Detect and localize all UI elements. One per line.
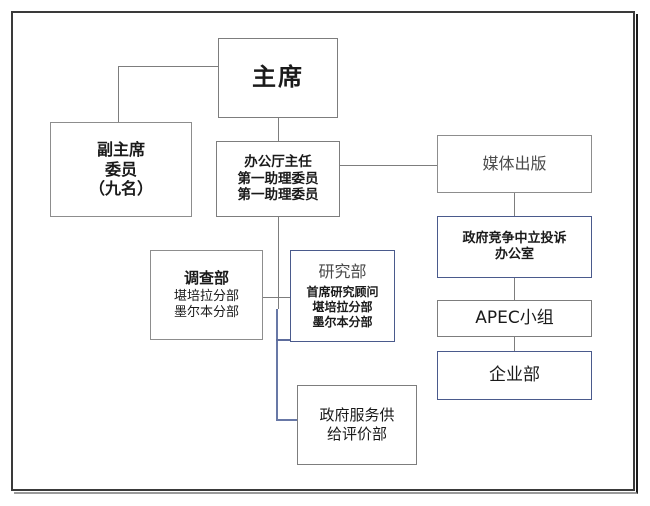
edge-chair-to-vice-chair-horizontal: [118, 66, 219, 67]
node-chair-label: 主席: [252, 63, 304, 92]
node-research-department-line-3: 墨尔本分部: [312, 314, 373, 329]
node-investigation-department-line-2: 墨尔本分部: [173, 305, 239, 321]
node-service-evaluation-department-line-1: 政府服务供: [319, 406, 395, 425]
node-apec-group[interactable]: APEC小组: [437, 300, 592, 337]
node-office-director-line-1: 办公厅主任: [244, 153, 312, 170]
edge-trunk-to-service-eval-vertical: [276, 309, 278, 420]
node-research-department-line-1: 首席研究顾问: [306, 285, 379, 300]
node-chair[interactable]: 主席: [218, 38, 338, 118]
node-media-publishing-label: 媒体出版: [482, 154, 547, 174]
edge-trunk-to-service-eval-horizontal: [276, 419, 298, 421]
node-office-director-line-3: 第一助理委员: [237, 187, 319, 204]
node-service-evaluation-department[interactable]: 政府服务供 给评价部: [297, 385, 417, 465]
node-competition-neutrality-office-line-1: 政府竞争中立投诉: [462, 230, 567, 246]
edge-trunk-to-research: [278, 297, 297, 298]
node-apec-group-label: APEC小组: [475, 307, 554, 328]
node-research-department-line-2: 堪培拉分部: [312, 299, 373, 314]
edge-chair-to-vice-chair-vertical: [118, 66, 119, 123]
node-research-department[interactable]: 研究部 首席研究顾问 堪培拉分部 墨尔本分部: [290, 250, 395, 342]
edge-office-director-trunk: [278, 217, 279, 309]
node-office-director[interactable]: 办公厅主任 第一助理委员 第一助理委员: [216, 141, 340, 217]
node-competition-neutrality-office-line-2: 办公室: [494, 247, 534, 262]
node-vice-chair[interactable]: 副主席 委员 （九名）: [50, 122, 192, 217]
edge-office-director-to-media: [340, 165, 438, 166]
edge-apec-to-enterprise: [514, 337, 515, 351]
edge-media-to-neutrality-office: [514, 193, 515, 216]
edge-neutrality-office-to-apec: [514, 278, 515, 300]
node-enterprise-department-label: 企业部: [489, 364, 540, 385]
node-investigation-department-title: 调查部: [183, 268, 229, 287]
node-media-publishing[interactable]: 媒体出版: [437, 135, 592, 193]
node-investigation-department-line-1: 堪培拉分部: [173, 289, 239, 305]
node-vice-chair-line-2: 委员: [104, 159, 137, 179]
node-enterprise-department[interactable]: 企业部: [437, 351, 592, 400]
node-vice-chair-line-1: 副主席: [96, 139, 145, 159]
edge-research-bottom-tick: [276, 339, 298, 341]
edge-chair-to-office-director: [278, 118, 279, 141]
node-service-evaluation-department-line-2: 给评价部: [326, 425, 387, 443]
node-research-department-title: 研究部: [318, 262, 367, 282]
node-vice-chair-line-3: （九名）: [88, 179, 153, 199]
node-investigation-department[interactable]: 调查部 堪培拉分部 墨尔本分部: [150, 250, 263, 340]
node-office-director-line-2: 第一助理委员: [237, 170, 319, 187]
edge-trunk-to-investigation: [263, 297, 279, 298]
node-competition-neutrality-office[interactable]: 政府竞争中立投诉 办公室: [437, 216, 592, 278]
